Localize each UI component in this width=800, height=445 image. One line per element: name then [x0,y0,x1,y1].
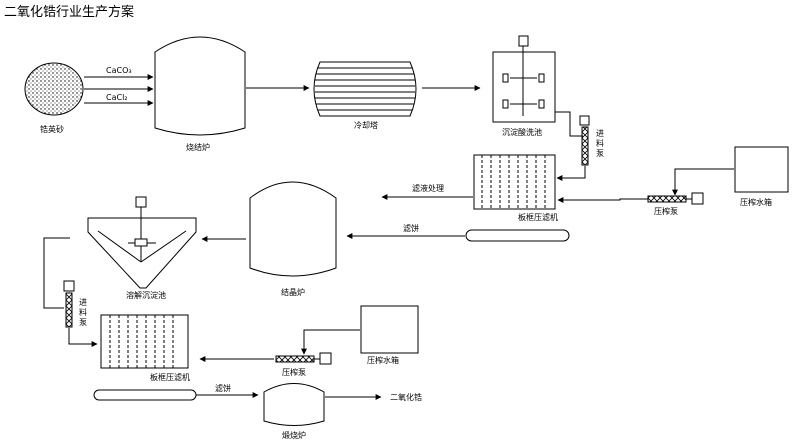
svg-text:进: 进 [596,129,604,138]
furnace-label: 烧结炉 [186,142,210,152]
sintering-furnace: 烧结炉 [154,36,246,152]
filter-press-1-label: 板框压滤机 [518,212,558,222]
svg-text:料: 料 [596,138,604,148]
filter-press-2-label: 板框压滤机 [150,372,190,382]
svg-text:料: 料 [79,307,87,317]
press-water-tank-1: 压榨水箱 [734,146,789,207]
press-water-tank-1-label: 压榨水箱 [740,197,772,207]
dissolve-settle-tank: 溶解沉淀池 [87,196,197,300]
svg-text:泵: 泵 [596,149,604,158]
zircon-sand-label: 锆英砂 [40,124,64,134]
filter-cake-1-label: 滤饼 [403,223,419,233]
press-pump-2: 压榨泵 [275,352,332,377]
press-pump-1: 压榨泵 [647,192,704,216]
filter-cake-2-label: 滤饼 [215,383,231,393]
filter-press-1: 板框压滤机 [473,154,558,222]
acid-wash-tank-label: 沉淀酸洗池 [502,127,542,137]
calciner-label: 煅烧炉 [282,430,306,440]
svg-text:进: 进 [79,298,87,307]
cooling-tower: 冷却塔 [313,61,417,130]
acid-wash-tank: 沉淀酸洗池 [492,35,556,137]
diagram-title: 二氧化锆行业生产方案 [4,4,134,20]
crystallizer: 结晶炉 [249,181,337,297]
press-pump-2-label: 压榨泵 [282,367,306,377]
product-label: 二氧化锆 [390,392,422,402]
conveyor-2 [93,389,197,401]
feed-pump-1: 进 料 泵 [579,115,604,166]
press-water-tank-2: 压榨水箱 [360,305,419,365]
conveyor-1 [465,229,570,242]
press-water-tank-2-label: 压榨水箱 [367,355,399,365]
cooling-tower-label: 冷却塔 [354,120,378,130]
press-pump-1-label: 压榨泵 [654,206,678,216]
zircon-sand-node: 锆英砂 [24,62,84,134]
filter-press-2: 板框压滤机 [100,314,190,382]
calciner: 煅烧炉 [263,383,325,440]
filtrate-treatment-label: 滤液处理 [412,183,444,193]
dissolve-settle-tank-label: 溶解沉淀池 [126,290,166,300]
svg-text:泵: 泵 [79,318,87,327]
caco3-label: CaCO₃ [106,66,132,75]
cacl2-label: CaCl₂ [106,93,128,102]
feed-pump-2: 进 料 泵 [63,280,87,328]
crystallizer-label: 结晶炉 [281,287,305,297]
